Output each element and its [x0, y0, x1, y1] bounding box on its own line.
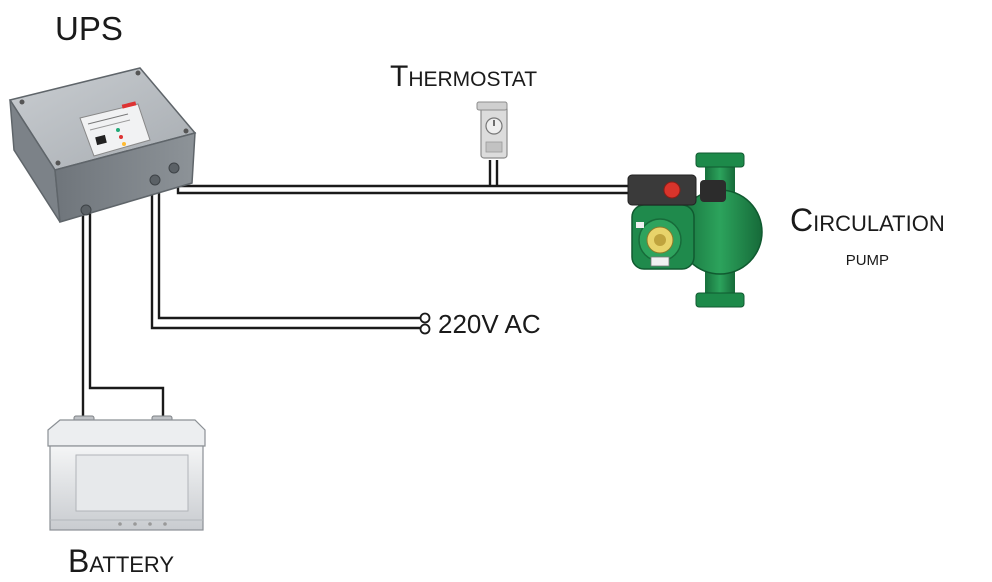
wire-ups-pump-a [168, 168, 630, 188]
circulation-pump-label: Circulation pump [790, 200, 945, 272]
thermostat-icon [476, 101, 508, 159]
circulation-pump-label-line1: Circulation [790, 202, 945, 238]
ac-terminals [419, 312, 431, 335]
terminal-circle-bottom [419, 323, 431, 335]
thermostat-label: Thermostat [390, 60, 538, 93]
ac-supply-label: 220V AC [438, 309, 541, 339]
wire-ups-battery-b [88, 208, 165, 418]
circulation-pump-icon [627, 152, 763, 308]
circulation-pump-label-line2: pump [845, 247, 890, 270]
battery-icon [47, 415, 206, 531]
battery-label: Battery [68, 543, 175, 579]
ups-box-icon [8, 67, 197, 223]
wire-ups-pump-b [176, 168, 630, 195]
terminal-circle-top [419, 312, 431, 324]
wire-ups-ac-a [150, 183, 421, 330]
wires [81, 160, 630, 418]
ups-label: UPS [55, 10, 123, 47]
wire-ups-ac-b [157, 183, 421, 320]
